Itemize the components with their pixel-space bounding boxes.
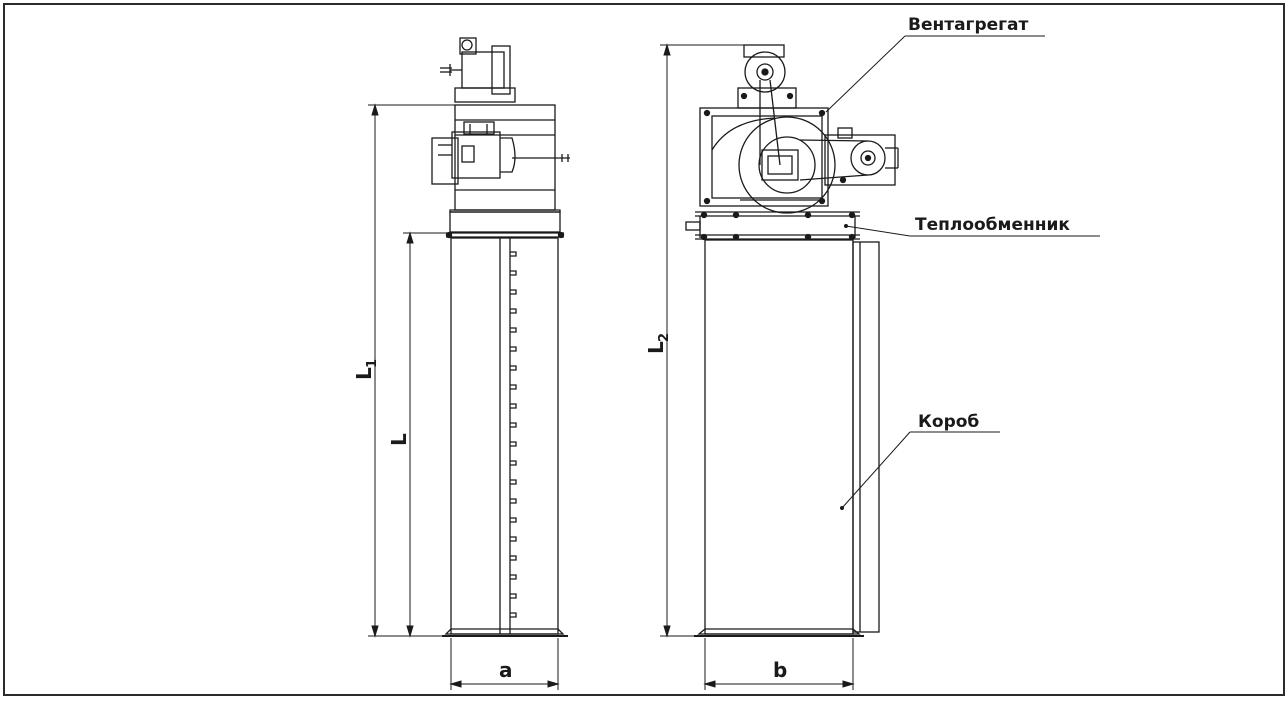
- dimension-label-a: a: [499, 658, 513, 682]
- box-rib: [510, 612, 517, 618]
- heat-exchanger-front: [685, 211, 860, 241]
- box-rib: [510, 498, 517, 504]
- callout-fan-unit: Вентагрегат: [908, 15, 1028, 35]
- box-rib: [510, 517, 517, 523]
- box-rib: [510, 270, 517, 276]
- drawing-frame: [3, 3, 1285, 696]
- box-rib: [510, 460, 517, 466]
- box-rib: [510, 384, 517, 390]
- box-rib: [510, 574, 517, 580]
- callout-heat-exchanger: Теплообменник: [915, 215, 1070, 235]
- box-rib: [510, 593, 517, 599]
- dimension-L2-main: L: [644, 341, 668, 354]
- callout-box: Короб: [918, 412, 979, 432]
- dimension-label-L2: L 2: [644, 333, 672, 354]
- fan-housing-side: [431, 104, 570, 211]
- dimension-L1-main: L: [352, 367, 376, 380]
- box-rib: [510, 251, 517, 257]
- box-ribs: [510, 251, 517, 618]
- box-rib: [510, 289, 517, 295]
- box-rib: [510, 422, 517, 428]
- dimension-lines: [368, 43, 855, 690]
- box-rib: [510, 365, 517, 371]
- dimension-label-L: L: [387, 433, 411, 446]
- fan-unit-front: [699, 44, 836, 214]
- box-rib: [510, 555, 517, 561]
- box-side: [442, 237, 568, 637]
- box-rib: [510, 346, 517, 352]
- front-view: [685, 44, 899, 637]
- box-rib: [510, 403, 517, 409]
- box-rib: [510, 479, 517, 485]
- dimension-label-L1: L 1: [352, 359, 380, 380]
- belt-drive-front: [799, 127, 899, 186]
- box-front: [694, 239, 880, 637]
- callout-leaders: [825, 35, 1100, 510]
- side-view: [431, 37, 570, 637]
- box-rib: [510, 536, 517, 542]
- box-rib: [510, 441, 517, 447]
- dimension-L-main: L: [387, 433, 411, 446]
- heat-exchanger-side: [445, 209, 565, 239]
- box-rib: [510, 308, 517, 314]
- dimension-L2-sub: 2: [657, 333, 672, 342]
- box-rib: [510, 327, 517, 333]
- top-motor: [440, 37, 516, 103]
- dimension-label-b: b: [773, 658, 787, 682]
- dimension-L1-sub: 1: [365, 359, 380, 368]
